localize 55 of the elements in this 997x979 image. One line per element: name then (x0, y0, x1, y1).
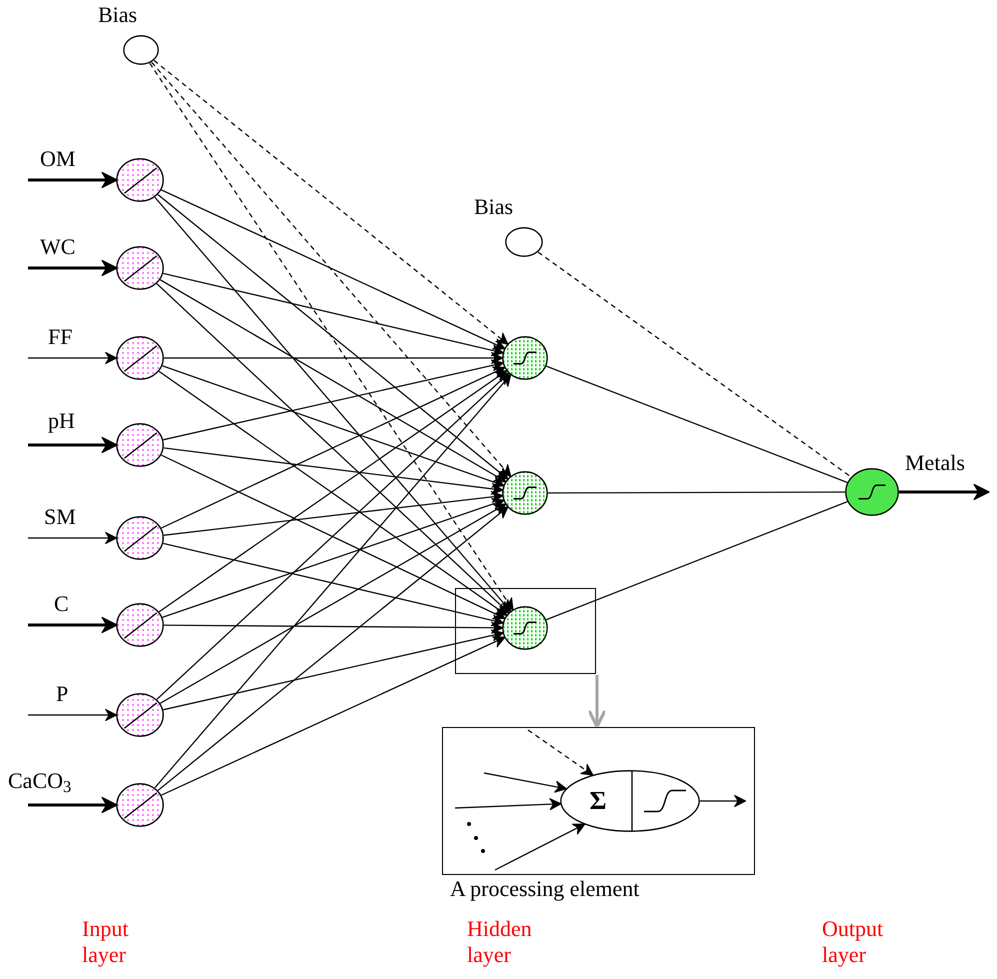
arrow (28, 796, 118, 814)
input-variable-label: FF (48, 324, 72, 350)
input-variable-label: SM (44, 504, 76, 530)
arrow (28, 172, 118, 188)
arrow (151, 62, 512, 478)
arrow (587, 675, 607, 728)
arrow (162, 498, 505, 618)
arrow (161, 366, 506, 529)
caption-text: A processing element (450, 876, 640, 902)
arrow (161, 189, 506, 350)
arrow (154, 196, 512, 612)
sigma-symbol: Σ (590, 787, 606, 815)
input-variable-label: C (54, 591, 69, 617)
input-variable-label: P (56, 681, 68, 707)
layer-label: Output layer (822, 916, 884, 968)
arrow (156, 283, 510, 614)
layer-label: Input layer (82, 916, 130, 968)
arrow (156, 372, 510, 700)
arrow (28, 260, 118, 276)
arrow (160, 279, 507, 482)
input-variable-label: pH (48, 408, 75, 434)
arrow (162, 365, 505, 488)
input-variable-label: OM (40, 146, 76, 172)
bias-label: Bias (98, 2, 138, 28)
arrow (528, 730, 594, 776)
arrow (158, 194, 509, 480)
arrow (28, 532, 118, 544)
arrow (28, 708, 118, 722)
arrow (154, 374, 512, 788)
arrow (164, 621, 504, 634)
arrow (164, 352, 504, 364)
arrow (899, 484, 990, 500)
arrow (28, 616, 118, 634)
arrow (28, 436, 118, 454)
arrow (163, 272, 504, 356)
arrow (163, 359, 504, 440)
input-variable-label: WC (40, 234, 76, 260)
arrow (154, 60, 509, 345)
arrow (161, 636, 506, 796)
layer-label: Hidden layer (467, 916, 533, 968)
bias-label: Bias (474, 194, 514, 220)
arrow (484, 772, 568, 793)
arrow (163, 629, 504, 710)
arrow (28, 352, 118, 364)
arrow (158, 506, 509, 791)
arrow (454, 798, 562, 811)
arrow (494, 824, 586, 871)
arrow (163, 542, 504, 626)
input-variable-label: CaCO$_{3}$ (8, 768, 72, 794)
arrow (164, 490, 504, 536)
arrow (700, 794, 746, 808)
arrow (161, 454, 506, 620)
arrow (164, 447, 504, 496)
arrow (160, 503, 507, 704)
arrow (149, 62, 514, 611)
